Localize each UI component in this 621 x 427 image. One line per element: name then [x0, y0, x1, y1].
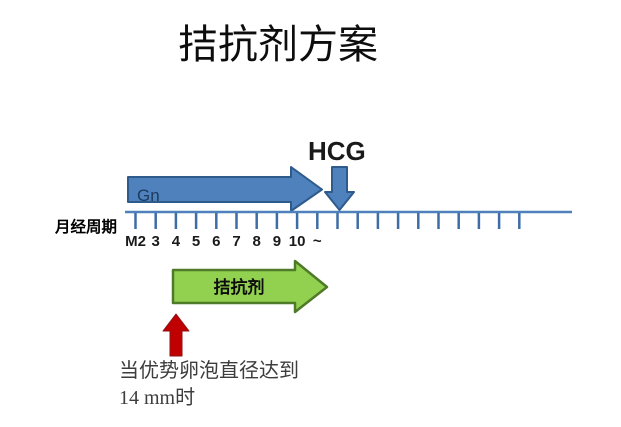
annotation-line1: 当优势卵泡直径达到 — [119, 359, 299, 382]
timeline-tick-label: 5 — [192, 233, 200, 250]
gn-arrow — [127, 166, 323, 212]
gn-arrow-label: Gn — [137, 186, 160, 205]
timeline-tick-label: ~ — [313, 233, 322, 250]
timeline-tick-label: 3 — [152, 233, 160, 250]
antagonist-arrow — [171, 259, 329, 314]
timeline-tick-label: 10 — [289, 233, 306, 250]
annotation-line2: 14 mm时 — [119, 386, 195, 409]
follicle-trigger-arrow — [162, 313, 190, 357]
cycle-axis-label: 月经周期 — [54, 217, 117, 236]
timeline-tick-label: 4 — [172, 233, 181, 250]
hcg-down-arrow — [324, 166, 355, 211]
timeline-tick-label: M2 — [125, 233, 146, 250]
timeline-tick-label: 8 — [253, 233, 261, 250]
timeline-tick-label: 6 — [212, 233, 220, 250]
hcg-label: HCG — [308, 136, 366, 166]
timeline-tick-label: 7 — [232, 233, 240, 250]
antagonist-arrow-label: 拮抗剂 — [214, 277, 265, 297]
timeline-ticks — [134, 213, 521, 229]
page-title: 拮抗剂方案 — [178, 22, 378, 67]
timeline-tick-label: 9 — [273, 233, 281, 250]
